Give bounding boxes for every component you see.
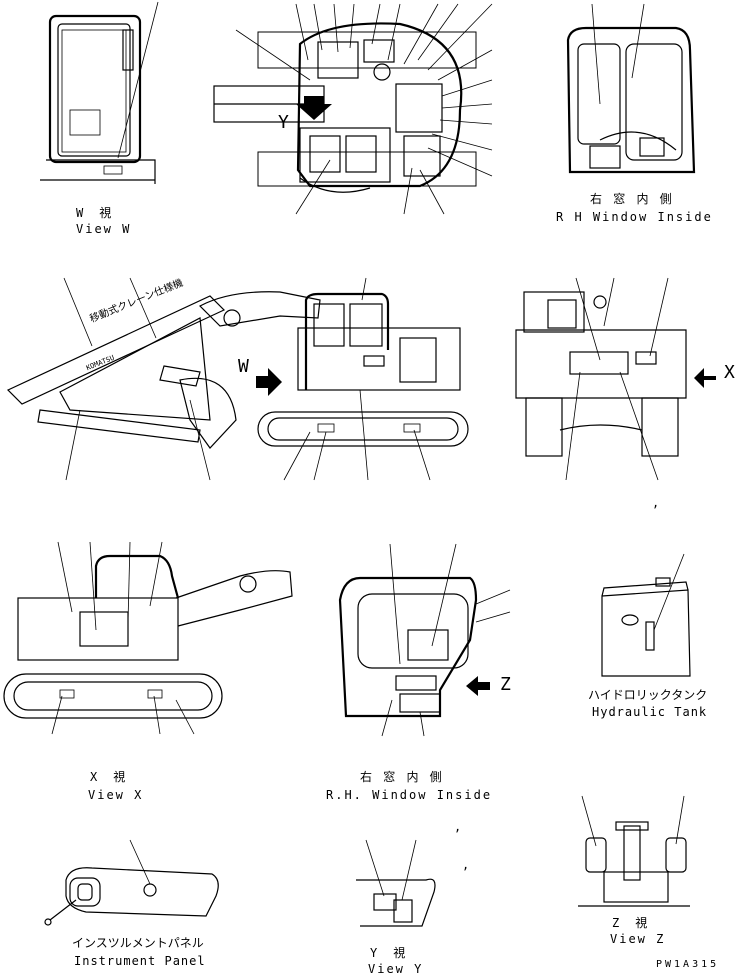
caption-view-y-en: View Y [368, 962, 424, 976]
caption-view-z-en: View Z [610, 932, 666, 946]
caption-view-x-en: View X [88, 788, 144, 802]
side-view-drawing [6, 277, 469, 481]
comma-mark-3: , [462, 858, 472, 872]
view-marker-x: X [724, 362, 737, 383]
comma-mark-2: , [454, 820, 464, 834]
caption-view-x-jp: X 視 [90, 770, 128, 784]
caption-view-z-jp: Z 視 [612, 916, 650, 930]
caption-view-w-en: View W [76, 222, 132, 236]
caption-hydraulic-tank-jp: ハイドロリックタンク [588, 688, 708, 702]
view-y-drawing [356, 839, 436, 927]
caption-instrument-panel-en: Instrument Panel [74, 954, 206, 968]
top-plan-view [213, 22, 477, 193]
caption-view-y-jp: Y 視 [370, 946, 408, 960]
comma-mark-1: , [652, 496, 662, 510]
drawing-code: PW1A315 [656, 959, 720, 970]
rear-view-drawing [515, 277, 716, 481]
caption-rh-window-top-en: R H Window Inside [556, 210, 713, 224]
view-marker-z: Z [500, 674, 513, 695]
top-plan-leaders [235, 3, 493, 215]
rh-window-mid-drawing [338, 543, 511, 737]
view-x-drawing [3, 541, 293, 735]
view-z-drawing [578, 795, 690, 907]
caption-instrument-panel-jp: インスツルメントパネル [72, 936, 204, 950]
caption-view-w-jp: W 視 [76, 206, 114, 220]
view-marker-w: W [238, 356, 251, 377]
hydraulic-tank-drawing [601, 553, 691, 677]
caption-rh-window-top-jp: 右 窓 内 側 [590, 192, 674, 206]
caption-rh-window-mid-en: R.H. Window Inside [326, 788, 493, 802]
view-marker-y: Y [278, 112, 291, 133]
caption-rh-window-mid-jp: 右 窓 内 側 [360, 770, 444, 784]
caption-hydraulic-tank-en: Hydraulic Tank [592, 705, 708, 719]
instrument-panel-drawing [44, 839, 219, 926]
rh-window-top-drawing [566, 3, 696, 174]
view-w-drawing [40, 1, 159, 184]
